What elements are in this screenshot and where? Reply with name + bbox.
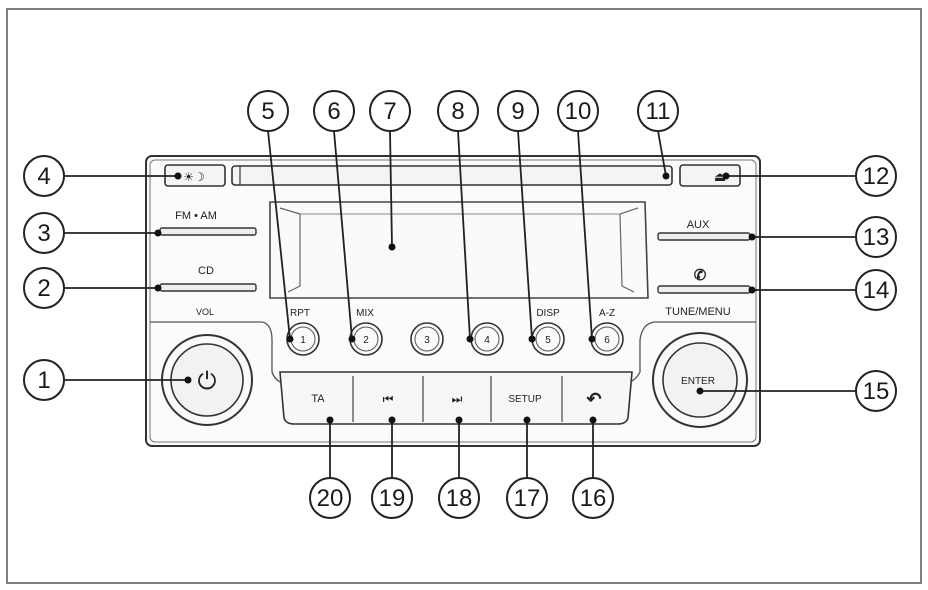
callout-5: 5 (261, 98, 274, 125)
display-window (269, 201, 649, 299)
previous-track-button[interactable]: ⏮ (383, 392, 394, 406)
tune-menu-label: TUNE/MENU (665, 306, 730, 318)
callout-10: 10 (565, 98, 592, 125)
back-button[interactable]: ↶ (585, 389, 601, 409)
preset-caption-mix: MIX (356, 308, 374, 319)
preset-button-5[interactable]: 5 (531, 322, 565, 356)
callout-15: 15 (863, 378, 890, 405)
tune-knob[interactable] (662, 342, 738, 418)
callout-circles (23, 90, 897, 519)
cd-slot (231, 165, 673, 186)
callout-9: 9 (511, 98, 524, 125)
callout-4: 4 (37, 163, 50, 190)
preset-button-4[interactable]: 4 (470, 322, 504, 356)
preset-button-3[interactable]: 3 (410, 322, 444, 356)
figure-frame (6, 8, 922, 584)
display-bevel (279, 207, 639, 293)
callout-16: 16 (580, 485, 607, 512)
bottom-button-strip (279, 371, 633, 425)
callout-1: 1 (37, 367, 50, 394)
preset-caption-rpt: RPT (290, 308, 310, 319)
leader-lines (64, 130, 856, 478)
preset-label: 5 (545, 335, 551, 346)
aux-label: AUX (687, 219, 710, 231)
vol-label: VOL (196, 307, 214, 317)
callout-13: 13 (863, 224, 890, 251)
preset-button-6[interactable]: 6 (590, 322, 624, 356)
preset-label: 4 (484, 335, 490, 346)
ta-button[interactable]: TA (311, 393, 325, 405)
callout-7: 7 (383, 98, 396, 125)
callout-3: 3 (37, 220, 50, 247)
next-track-icon: ⏭ (452, 392, 463, 406)
callout-14: 14 (863, 277, 890, 304)
setup-button[interactable]: SETUP (508, 394, 542, 405)
leader-dots (154, 172, 756, 424)
callout-19: 19 (379, 485, 406, 512)
callout-6: 6 (327, 98, 340, 125)
phone-button[interactable] (657, 285, 751, 294)
aux-button[interactable] (657, 232, 751, 241)
preset-label: 3 (424, 335, 430, 346)
enter-label: ENTER (681, 376, 715, 387)
head-unit-inner-bezel (149, 159, 757, 443)
back-arrow-icon: ↶ (585, 389, 601, 409)
preset-label: 6 (604, 335, 610, 346)
cd-button[interactable] (159, 283, 257, 292)
next-track-button[interactable]: ⏭ (452, 392, 463, 406)
preset-button-2[interactable]: 2 (349, 322, 383, 356)
eject-icon: ⏏ (714, 169, 726, 184)
cd-label: CD (198, 265, 214, 277)
callout-20: 20 (317, 485, 344, 512)
callout-8: 8 (451, 98, 464, 125)
setup-label: SETUP (508, 394, 542, 405)
ta-label: TA (311, 393, 325, 405)
previous-track-icon: ⏮ (383, 392, 394, 406)
preset-label: 2 (363, 335, 369, 346)
callout-11: 11 (646, 98, 671, 125)
preset-caption-disp: DISP (536, 308, 560, 319)
callout-18: 18 (446, 485, 473, 512)
preset-label: 1 (300, 335, 306, 346)
fm-am-button[interactable] (159, 227, 257, 236)
preset-caption-az: A-Z (599, 308, 615, 319)
callout-12: 12 (863, 163, 890, 190)
callout-17: 17 (514, 485, 541, 512)
phone-icon: ✆ (694, 267, 707, 284)
fm-am-label: FM • AM (175, 210, 217, 222)
day-night-icon: ☀☽ (183, 170, 205, 184)
power-icon: ⏻ (198, 368, 217, 395)
callout-2: 2 (37, 275, 50, 302)
